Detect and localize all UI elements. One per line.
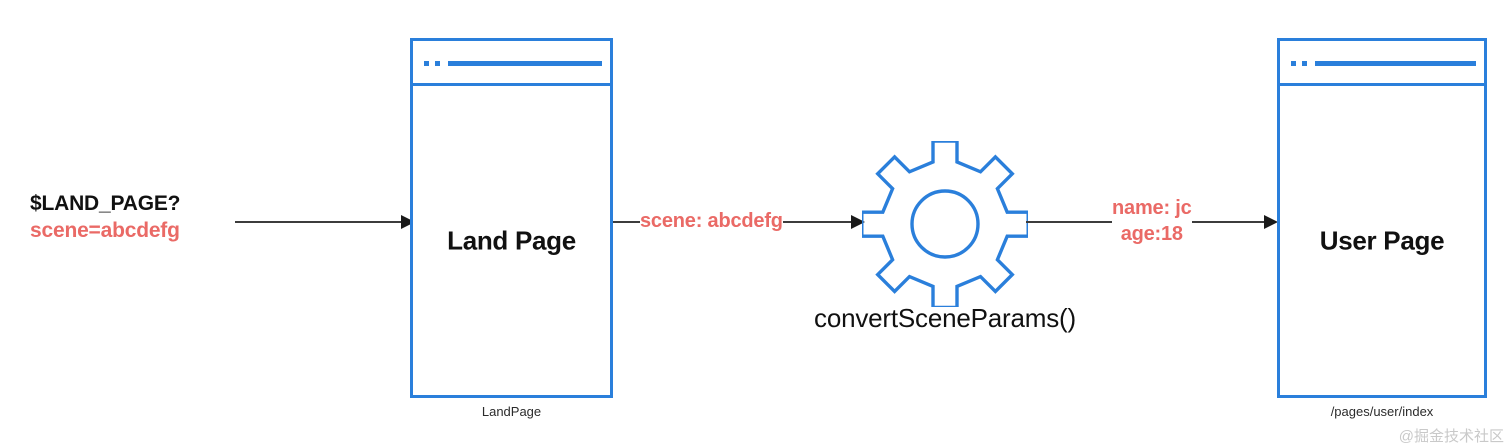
edge-label-name: name: jc bbox=[1112, 197, 1192, 219]
edge-label-age: age:18 bbox=[1120, 222, 1183, 245]
edge-label-user-params: name: jc age:18 bbox=[1112, 196, 1192, 248]
node-user-page[interactable]: User Page bbox=[1277, 38, 1487, 398]
edge-label-scene: scene: abcdefg bbox=[640, 209, 783, 235]
land-page-title: Land Page bbox=[447, 225, 576, 255]
watermark: @掘金技术社区 bbox=[1398, 428, 1504, 445]
land-page-body: Land Page bbox=[413, 86, 610, 395]
entry-url-text: $LAND_PAGE? scene=abcdefg bbox=[30, 190, 230, 245]
user-page-titlebar bbox=[1280, 41, 1484, 86]
land-page-titlebar bbox=[413, 41, 610, 86]
user-page-caption: /pages/user/index bbox=[1330, 404, 1434, 419]
address-bar-icon bbox=[1315, 61, 1476, 66]
gear-label: convertSceneParams() bbox=[814, 303, 1076, 333]
node-land-page[interactable]: Land Page bbox=[410, 38, 613, 398]
node-convert-scene-params[interactable] bbox=[860, 139, 1030, 310]
window-dot-icon bbox=[435, 61, 440, 66]
connector-url-to-land-page bbox=[235, 215, 415, 229]
entry-url-line-2: scene=abcdefg bbox=[30, 219, 180, 243]
land-page-caption: LandPage bbox=[481, 404, 542, 419]
user-page-title: User Page bbox=[1319, 225, 1445, 255]
user-page-body: User Page bbox=[1280, 86, 1484, 395]
window-dot-icon bbox=[424, 61, 429, 66]
gear-icon bbox=[860, 139, 1030, 310]
window-dot-icon bbox=[1291, 61, 1296, 66]
address-bar-icon bbox=[448, 61, 602, 66]
window-dot-icon bbox=[1302, 61, 1307, 66]
entry-url-line-1: $LAND_PAGE? bbox=[30, 192, 181, 215]
